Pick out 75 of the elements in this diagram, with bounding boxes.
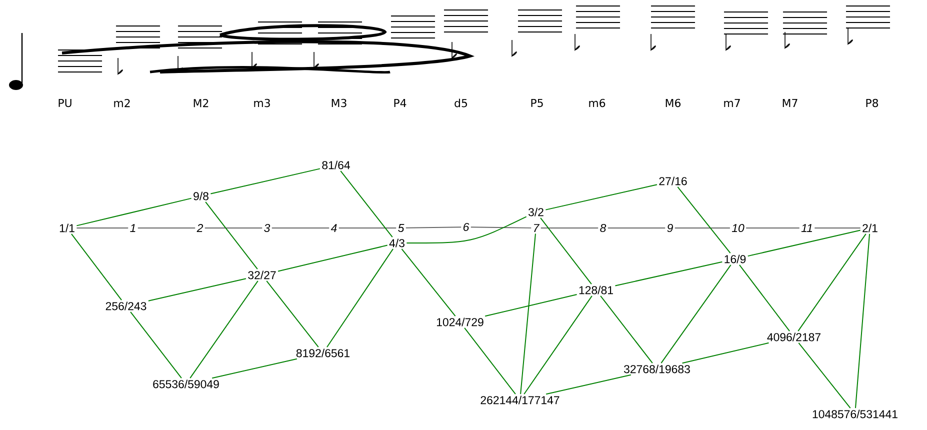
ratio-label: 65536/59049 — [153, 380, 219, 388]
ratio-label: 256/243 — [106, 302, 146, 310]
interval-label: PU — [58, 98, 72, 108]
position-number: 6 — [463, 222, 470, 232]
position-number: 2 — [196, 224, 204, 232]
connector-line — [406, 216, 527, 244]
ratio-label: 262144/177147 — [480, 396, 560, 404]
ratio-label: 2/1 — [862, 224, 878, 232]
connector-line — [540, 217, 592, 285]
position-number: 8 — [600, 224, 606, 232]
position-number: 10 — [732, 224, 744, 232]
connector-line — [546, 374, 632, 395]
interval-label: P5 — [531, 98, 543, 108]
ratio-label: 32768/19683 — [624, 364, 690, 374]
connector-line — [798, 342, 851, 409]
connector-line — [677, 186, 731, 254]
connector-line — [266, 280, 319, 348]
position-number: 7 — [534, 224, 540, 232]
connector-line — [682, 342, 770, 364]
position-number: 4 — [330, 224, 337, 232]
ratio-label: 27/16 — [659, 176, 687, 186]
connector-line — [524, 295, 592, 395]
ratio-label: 8192/6561 — [296, 348, 350, 358]
position-number: 3 — [264, 224, 270, 232]
connector-line — [278, 244, 388, 272]
ratio-label: 1/1 — [60, 224, 74, 232]
connector-line — [210, 168, 320, 194]
connector-line — [70, 233, 122, 301]
connector-line — [854, 233, 870, 409]
interval-label: m2 — [114, 98, 130, 108]
connector-line — [484, 294, 578, 317]
connector-line — [148, 278, 246, 302]
connector-line — [520, 233, 536, 395]
interval-label: P8 — [866, 98, 878, 108]
connector-line — [600, 295, 653, 364]
interval-label: m3 — [254, 98, 270, 108]
ratio-label: 16/9 — [724, 254, 746, 264]
position-number: 1 — [130, 224, 136, 232]
interval-label: M2 — [194, 98, 208, 108]
connector-line — [660, 264, 732, 364]
connector-line — [326, 248, 394, 348]
position-number: 9 — [667, 224, 673, 232]
ratio-label: 32/27 — [248, 270, 276, 280]
interval-label: M6 — [666, 98, 681, 108]
connector-line — [340, 170, 393, 238]
interval-label: m7 — [724, 99, 740, 107]
ratio-label: 3/2 — [528, 208, 544, 216]
connector-line — [614, 261, 723, 286]
ratio-label: 4/3 — [389, 238, 404, 248]
connector-line — [76, 198, 192, 226]
ratio-label: 1024/729 — [436, 318, 484, 326]
interval-label: M7 — [782, 99, 798, 107]
connector-line — [401, 248, 456, 317]
position-number: 11 — [801, 224, 812, 232]
connector-line — [747, 230, 861, 257]
ratio-label: 81/64 — [322, 160, 350, 170]
connector-line — [130, 311, 182, 379]
connector-line — [205, 201, 258, 270]
connector-line — [798, 233, 866, 332]
position-number: 5 — [398, 224, 404, 232]
interval-label: P4 — [394, 99, 406, 107]
ratio-label: 9/8 — [194, 192, 208, 200]
connector-line — [470, 226, 532, 228]
connector-line — [738, 264, 790, 332]
connector-line — [190, 280, 258, 379]
connector-line — [464, 327, 516, 395]
connector-line — [212, 358, 298, 379]
interval-label: M3 — [332, 98, 346, 108]
connector-line — [405, 226, 462, 228]
interval-label: m6 — [589, 98, 606, 108]
interval-label: d5 — [454, 98, 468, 108]
ratio-label: 128/81 — [579, 286, 613, 294]
connector-line — [545, 184, 658, 210]
ratio-label: 1048576/531441 — [812, 410, 898, 418]
ratio-label: 4096/2187 — [767, 332, 820, 342]
